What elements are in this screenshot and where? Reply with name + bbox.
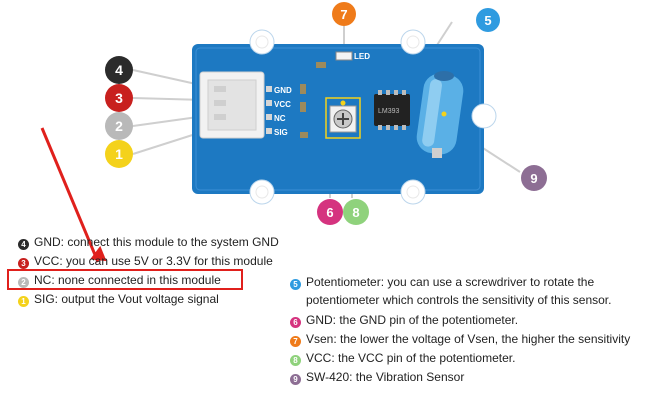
badge-1: 1 bbox=[105, 140, 133, 168]
svg-text:5: 5 bbox=[484, 13, 491, 28]
legend-left: 4 GND: connect this module to the system … bbox=[18, 234, 308, 314]
legend-item-9: 9 SW-420: the Vibration Sensor bbox=[290, 369, 464, 385]
mount-hole bbox=[407, 186, 419, 198]
legend-text-nc: NC: none connected in this module bbox=[34, 273, 221, 287]
pin-label-nc: NC bbox=[274, 114, 286, 123]
legend-badge-2: 2 bbox=[18, 277, 29, 288]
legend-text-pot-gnd: GND: the GND pin of the potentiometer. bbox=[306, 313, 518, 327]
legend-badge-1: 1 bbox=[18, 296, 29, 307]
legend-text-sig: SIG: output the Vout voltage signal bbox=[34, 292, 219, 306]
badge-7: 7 bbox=[332, 2, 356, 26]
legend-item-4: 4 GND: connect this module to the system … bbox=[18, 234, 279, 250]
mount-hole bbox=[256, 36, 268, 48]
legend-badge-3: 3 bbox=[18, 258, 29, 269]
badge-8: 8 bbox=[343, 199, 369, 225]
svg-text:3: 3 bbox=[115, 90, 123, 106]
legend-text-potentiometer: Potentiometer: you can use a screwdriver… bbox=[306, 275, 594, 289]
svg-text:9: 9 bbox=[530, 171, 537, 186]
badge-4: 4 bbox=[105, 56, 133, 84]
legend-right: 5 Potentiometer: you can use a screwdrive… bbox=[290, 274, 650, 390]
mount-hole bbox=[256, 186, 268, 198]
legend-badge-4: 4 bbox=[18, 239, 29, 250]
legend-item-5: 5 Potentiometer: you can use a screwdrive… bbox=[290, 274, 594, 290]
legend-text-potentiometer-cont: potentiometer which controls the sensiti… bbox=[306, 293, 611, 307]
svg-text:2: 2 bbox=[115, 118, 123, 134]
legend-badge-9: 9 bbox=[290, 374, 301, 385]
legend-item-7: 7 Vsen: the lower the voltage of Vsen, th… bbox=[290, 331, 630, 347]
legend-item-1: 1 SIG: output the Vout voltage signal bbox=[18, 291, 219, 307]
badge-2: 2 bbox=[105, 112, 133, 140]
led bbox=[336, 52, 352, 60]
legend-badge-6: 6 bbox=[290, 317, 301, 328]
legend-item-8: 8 VCC: the VCC pin of the potentiometer. bbox=[290, 350, 515, 366]
badge-6: 6 bbox=[317, 199, 343, 225]
legend-item-2: 2 NC: none connected in this module bbox=[18, 272, 221, 288]
legend-item-5-cont: potentiometer which controls the sensiti… bbox=[306, 292, 611, 308]
legend-text-vcc: VCC: you can use 5V or 3.3V for this mod… bbox=[34, 254, 273, 268]
mount-hole bbox=[407, 36, 419, 48]
svg-text:8: 8 bbox=[352, 205, 359, 220]
led-label: LED bbox=[354, 52, 370, 61]
pin-label-vcc: VCC bbox=[274, 100, 291, 109]
pin-label-sig: SIG bbox=[274, 128, 288, 137]
legend-badge-8: 8 bbox=[290, 355, 301, 366]
badge-5: 5 bbox=[476, 8, 500, 32]
legend-text-sw420: SW-420: the Vibration Sensor bbox=[306, 370, 464, 384]
legend-text-pot-vcc: VCC: the VCC pin of the potentiometer. bbox=[306, 351, 515, 365]
svg-text:1: 1 bbox=[115, 146, 123, 162]
badge-9: 9 bbox=[521, 165, 547, 191]
legend-item-3: 3 VCC: you can use 5V or 3.3V for this mo… bbox=[18, 253, 273, 269]
legend-badge-7: 7 bbox=[290, 336, 301, 347]
ic-chip-label: LM393 bbox=[378, 108, 400, 115]
svg-text:6: 6 bbox=[326, 205, 333, 220]
badge-3: 3 bbox=[105, 84, 133, 112]
svg-text:4: 4 bbox=[115, 62, 123, 78]
legend-text-gnd: GND: connect this module to the system G… bbox=[34, 235, 279, 249]
mount-hole bbox=[472, 104, 496, 128]
legend-text-vsen: Vsen: the lower the voltage of Vsen, the… bbox=[306, 332, 630, 346]
pcb-board: GND VCC NC SIG LED LM393 bbox=[192, 30, 496, 204]
pin-label-gnd: GND bbox=[274, 86, 292, 95]
svg-text:7: 7 bbox=[340, 7, 347, 22]
legend-badge-5: 5 bbox=[290, 279, 301, 290]
legend-item-6: 6 GND: the GND pin of the potentiometer. bbox=[290, 312, 518, 328]
